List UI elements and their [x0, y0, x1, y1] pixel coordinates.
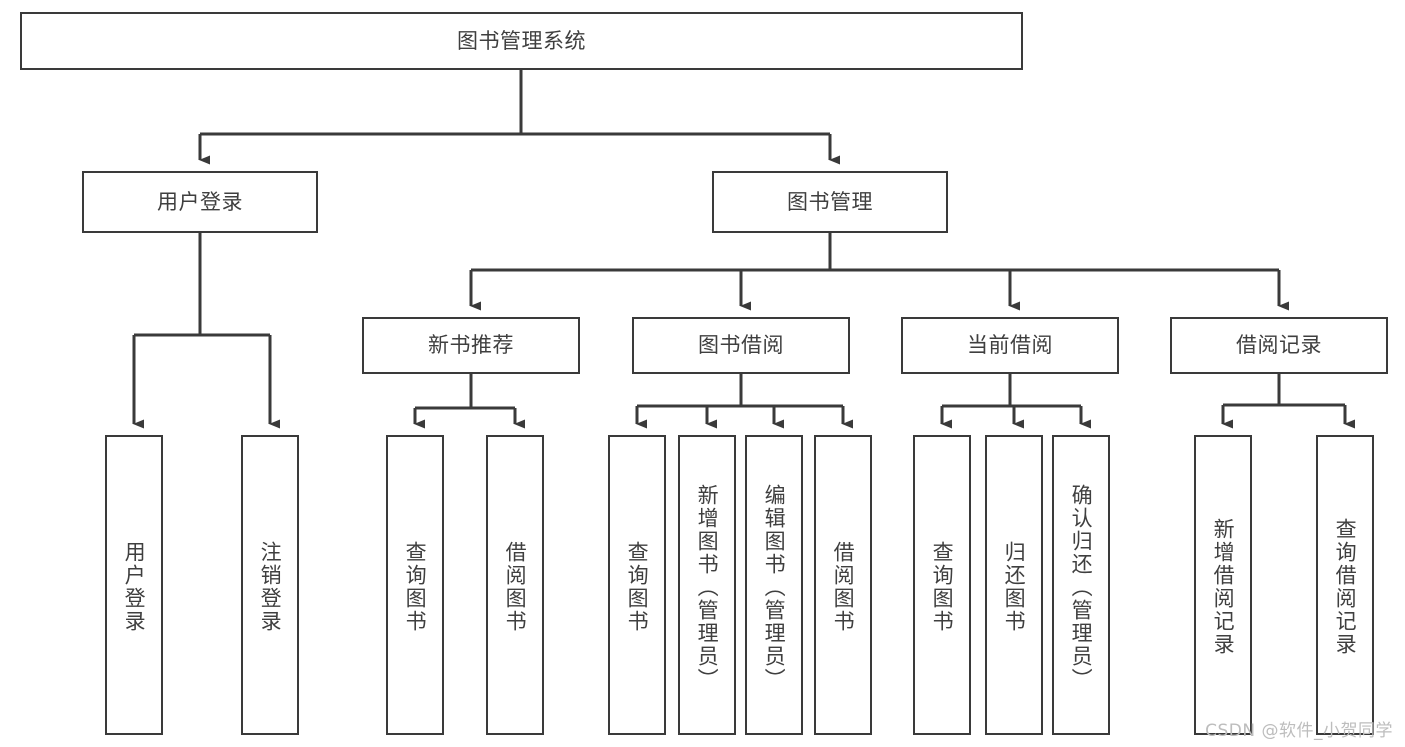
node-leaf-query-book-2[interactable]: 查询图书 — [608, 435, 666, 735]
node-leaf-user-login[interactable]: 用户登录 — [105, 435, 163, 735]
node-borrow-record[interactable]: 借阅记录 — [1170, 317, 1388, 374]
node-leaf-query-book-1[interactable]: 查询图书 — [386, 435, 444, 735]
node-book-manage-label: 图书管理 — [787, 189, 873, 214]
node-leaf-logout[interactable]: 注销登录 — [241, 435, 299, 735]
node-leaf-confirm-return[interactable]: 确认归还（管理员） — [1052, 435, 1110, 735]
node-leaf-return-book-label: 归还图书 — [1002, 541, 1027, 633]
node-leaf-query-record-label: 查询借阅记录 — [1333, 518, 1358, 656]
node-leaf-borrow-book-1-label: 借阅图书 — [503, 541, 528, 633]
node-leaf-borrow-book-2-label: 借阅图书 — [831, 541, 856, 633]
node-leaf-query-book-2-label: 查询图书 — [625, 541, 650, 633]
node-leaf-return-book[interactable]: 归还图书 — [985, 435, 1043, 735]
node-leaf-borrow-book-2[interactable]: 借阅图书 — [814, 435, 872, 735]
node-leaf-add-record-label: 新增借阅记录 — [1211, 518, 1236, 656]
node-new-book-recommend-label: 新书推荐 — [428, 333, 514, 358]
node-root[interactable]: 图书管理系统 — [20, 12, 1023, 70]
node-leaf-query-book-3-label: 查询图书 — [930, 541, 955, 633]
node-user-login-label: 用户登录 — [157, 189, 243, 214]
node-root-label: 图书管理系统 — [457, 28, 586, 53]
node-leaf-logout-label: 注销登录 — [258, 541, 283, 633]
node-leaf-add-book[interactable]: 新增图书（管理员） — [678, 435, 736, 735]
node-book-manage[interactable]: 图书管理 — [712, 171, 948, 233]
watermark-text: CSDN @软件_小贺同学 — [1205, 721, 1393, 741]
node-book-borrow[interactable]: 图书借阅 — [632, 317, 850, 374]
node-leaf-query-book-1-label: 查询图书 — [403, 541, 428, 633]
node-current-borrow[interactable]: 当前借阅 — [901, 317, 1119, 374]
node-current-borrow-label: 当前借阅 — [967, 333, 1053, 358]
node-leaf-confirm-return-label: 确认归还（管理员） — [1069, 483, 1094, 691]
node-borrow-record-label: 借阅记录 — [1236, 333, 1322, 358]
node-leaf-user-login-label: 用户登录 — [122, 541, 147, 633]
node-leaf-add-record[interactable]: 新增借阅记录 — [1194, 435, 1252, 735]
node-user-login[interactable]: 用户登录 — [82, 171, 318, 233]
node-book-borrow-label: 图书借阅 — [698, 333, 784, 358]
node-leaf-borrow-book-1[interactable]: 借阅图书 — [486, 435, 544, 735]
node-leaf-query-book-3[interactable]: 查询图书 — [913, 435, 971, 735]
node-leaf-edit-book-label: 编辑图书（管理员） — [762, 483, 787, 691]
node-leaf-add-book-label: 新增图书（管理员） — [695, 483, 720, 691]
node-leaf-edit-book[interactable]: 编辑图书（管理员） — [745, 435, 803, 735]
node-new-book-recommend[interactable]: 新书推荐 — [362, 317, 580, 374]
node-leaf-query-record[interactable]: 查询借阅记录 — [1316, 435, 1374, 735]
